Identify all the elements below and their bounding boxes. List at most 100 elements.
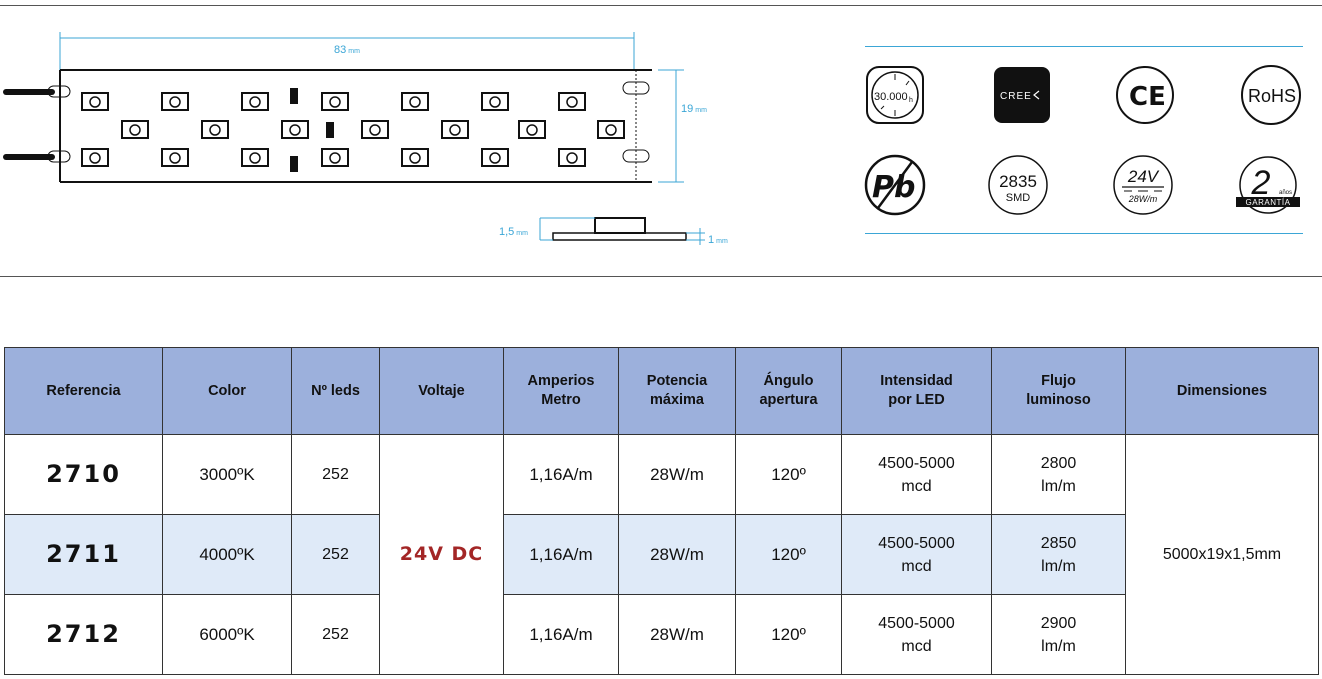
cell-amps: 1,16A/m xyxy=(503,514,619,595)
led-chip xyxy=(481,148,509,167)
led-chip-lens xyxy=(329,152,341,164)
led-chip-lens xyxy=(249,152,261,164)
led-chip xyxy=(518,120,546,139)
warranty-icon: 2 años GARANTÍA xyxy=(1233,150,1303,220)
icons-top-rule xyxy=(865,46,1303,47)
led-chip-lens xyxy=(329,96,341,108)
resistors xyxy=(290,88,334,172)
header-reference: Referencia xyxy=(4,347,163,435)
profile-pcb xyxy=(552,232,687,241)
led-chip xyxy=(161,92,189,111)
cell-angle: 120º xyxy=(735,594,842,675)
cell-angle: 120º xyxy=(735,514,842,595)
led-chip xyxy=(81,148,109,167)
svg-text:2: 2 xyxy=(1251,164,1271,202)
led-chips xyxy=(81,92,625,167)
lead-free-icon: Pb xyxy=(860,150,930,220)
led-chip-lens xyxy=(169,96,181,108)
cell-leds: 252 xyxy=(291,594,380,675)
led-chip-lens xyxy=(409,152,421,164)
led-chip xyxy=(558,148,586,167)
led-chip xyxy=(161,148,189,167)
led-chip-lens xyxy=(449,124,461,136)
resistor xyxy=(326,122,334,138)
led-chip-lens xyxy=(409,96,421,108)
led-chip-lens xyxy=(489,96,501,108)
section-divider xyxy=(0,276,1322,277)
svg-text:RoHS: RoHS xyxy=(1248,86,1296,106)
strip-outline xyxy=(59,69,652,183)
led-chip-lens xyxy=(369,124,381,136)
resistor xyxy=(290,88,298,104)
svg-text:h: h xyxy=(909,97,913,104)
cell-angle: 120º xyxy=(735,434,842,515)
cree-logo: CREE xyxy=(987,60,1057,130)
led-chip-lens xyxy=(209,124,221,136)
led-chip xyxy=(201,120,229,139)
profile-led xyxy=(594,217,646,234)
led-chip xyxy=(401,148,429,167)
cell-dimensions: 5000x19x1,5mm xyxy=(1125,434,1319,675)
cell-reference: 2710 xyxy=(4,434,163,515)
led-chip xyxy=(401,92,429,111)
led-chip-lens xyxy=(169,152,181,164)
cell-power: 28W/m xyxy=(618,514,736,595)
svg-text:CREE: CREE xyxy=(1000,91,1032,102)
led-chip xyxy=(361,120,389,139)
cell-leds: 252 xyxy=(291,514,380,595)
svg-text:SMD: SMD xyxy=(1006,192,1031,204)
cell-power: 28W/m xyxy=(618,434,736,515)
led-chip xyxy=(558,92,586,111)
led-chip-lens xyxy=(89,152,101,164)
svg-text:2835: 2835 xyxy=(999,172,1037,191)
led-chip xyxy=(321,92,349,111)
led-chip-lens xyxy=(289,124,301,136)
rohs-icon: RoHS xyxy=(1236,60,1306,130)
led-chip xyxy=(241,92,269,111)
cell-reference: 2712 xyxy=(4,594,163,675)
led-chip-lens xyxy=(89,96,101,108)
cell-reference: 2711 xyxy=(4,514,163,595)
lifetime-hours-icon: 30.000 h xyxy=(860,60,930,130)
led-chip xyxy=(241,148,269,167)
cell-power: 28W/m xyxy=(618,594,736,675)
cell-leds: 252 xyxy=(291,434,380,515)
header-leds: Nº leds xyxy=(291,347,380,435)
svg-text:28W/m: 28W/m xyxy=(1128,194,1158,204)
table-row: 2711 4000ºK 252 1,16A/m 28W/m 120º 4500-… xyxy=(4,514,1319,595)
led-chip xyxy=(121,120,149,139)
led-chip-lens xyxy=(526,124,538,136)
voltage-power-icon: 24V 28W/m xyxy=(1108,150,1178,220)
ce-mark-icon: CE xyxy=(1110,60,1180,130)
led-chip xyxy=(81,92,109,111)
header-dimensions: Dimensiones xyxy=(1125,347,1319,435)
cell-color: 6000ºK xyxy=(162,594,292,675)
header-voltage: Voltaje xyxy=(379,347,504,435)
svg-text:24V: 24V xyxy=(1127,167,1160,186)
cell-voltage: 24V DC xyxy=(379,434,504,675)
led-chip xyxy=(281,120,309,139)
cell-color: 4000ºK xyxy=(162,514,292,595)
resistor xyxy=(290,156,298,172)
table-header-row: Referencia Color Nº leds Voltaje Amperio… xyxy=(4,347,1319,435)
spec-table: Referencia Color Nº leds Voltaje Amperio… xyxy=(4,347,1319,675)
svg-text:Pb: Pb xyxy=(872,170,915,205)
table-row: 2710 3000ºK 252 24V DC 1,16A/m 28W/m 120… xyxy=(4,434,1319,675)
led-chip-lens xyxy=(605,124,617,136)
header-color: Color xyxy=(162,347,292,435)
